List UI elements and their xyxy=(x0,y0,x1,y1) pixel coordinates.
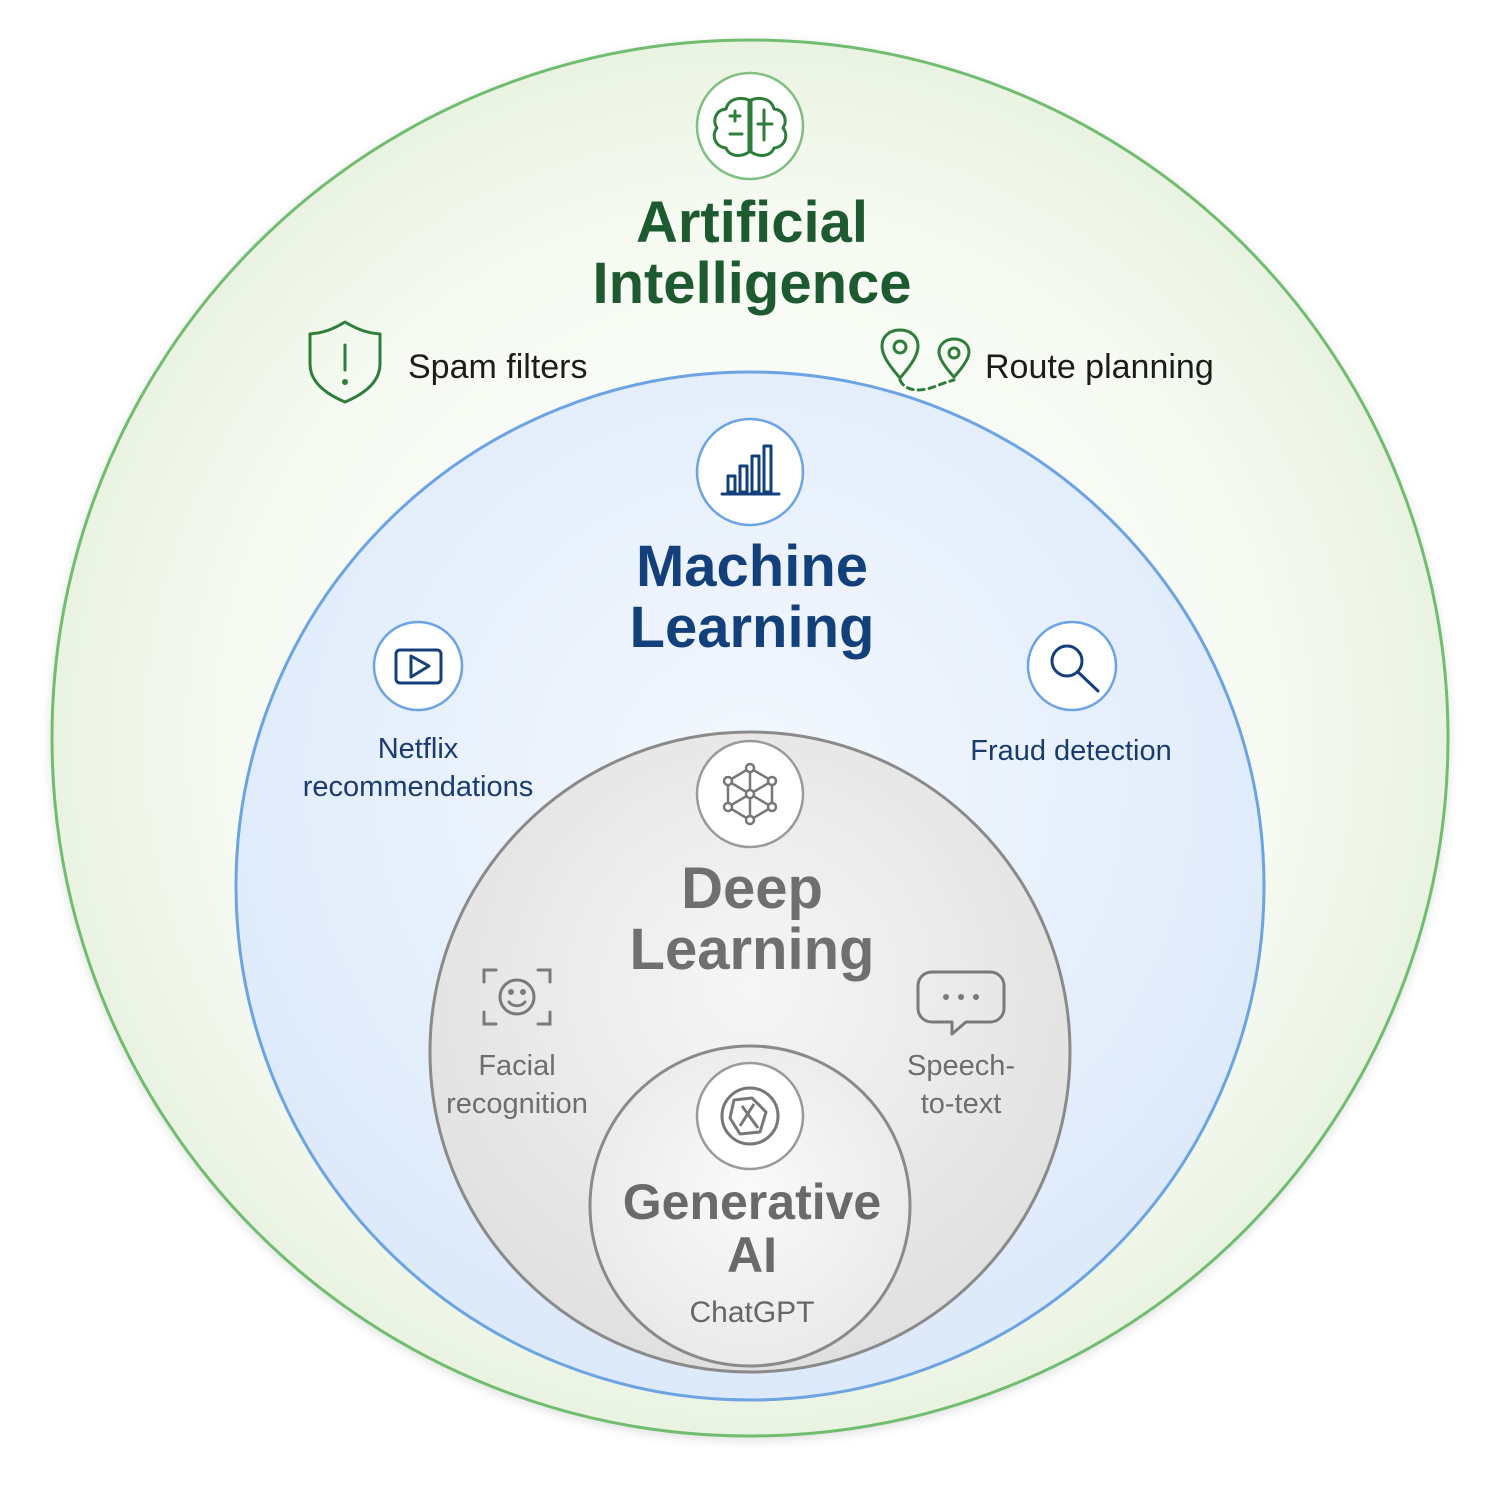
ml-title-line1: Machine xyxy=(635,534,869,599)
gen-title-line1: Generative xyxy=(622,1174,882,1230)
dl-title-line2: Learning xyxy=(629,917,875,983)
ml-example-fraud-line1: Fraud detection xyxy=(970,735,1172,767)
brain-icon xyxy=(695,71,805,181)
play-video-icon xyxy=(372,620,464,712)
gen-title: Generative AI xyxy=(552,1176,952,1282)
ml-example-netflix: Netflix recommendations xyxy=(268,730,568,807)
ai-title-line1: Artificial xyxy=(635,190,869,255)
dl-example-facial-line2: recognition xyxy=(446,1088,588,1121)
ml-title: Machine Learning xyxy=(452,536,1052,659)
dl-example-facial-line1: Facial xyxy=(478,1050,556,1082)
ai-title: Artificial Intelligence xyxy=(452,192,1052,315)
ai-example-spam-filters: Spam filters xyxy=(408,348,588,386)
speech-bubble-icon xyxy=(916,970,1006,1036)
shield-alert-icon xyxy=(308,320,382,404)
dl-title-line1: Deep xyxy=(681,856,823,921)
magnifier-icon xyxy=(1026,620,1118,712)
ml-example-fraud-detection: Fraud detection xyxy=(931,732,1211,770)
face-scan-icon xyxy=(482,968,552,1026)
dl-example-speech-line1: Speech- xyxy=(906,1050,1015,1082)
gen-title-line2: AI xyxy=(727,1227,777,1283)
openai-logo-icon xyxy=(695,1061,805,1171)
ml-title-line2: Learning xyxy=(629,595,875,661)
map-pins-route-icon xyxy=(880,328,971,392)
dl-example-speech-to-text: Speech- to-text xyxy=(871,1047,1051,1124)
gen-example-chatgpt: ChatGPT xyxy=(689,1296,815,1329)
ml-example-netflix-line2: recommendations xyxy=(302,771,534,804)
neural-network-icon xyxy=(695,739,805,849)
gen-circle xyxy=(588,1044,912,1368)
bar-chart-icon xyxy=(695,417,805,527)
ai-title-line2: Intelligence xyxy=(592,251,912,317)
dl-example-speech-line2: to-text xyxy=(920,1088,1002,1121)
dl-title: Deep Learning xyxy=(452,858,1052,981)
ml-example-netflix-line1: Netflix xyxy=(377,733,459,765)
dl-example-facial-recognition: Facial recognition xyxy=(417,1047,617,1124)
ai-example-route-planning: Route planning xyxy=(985,348,1214,386)
